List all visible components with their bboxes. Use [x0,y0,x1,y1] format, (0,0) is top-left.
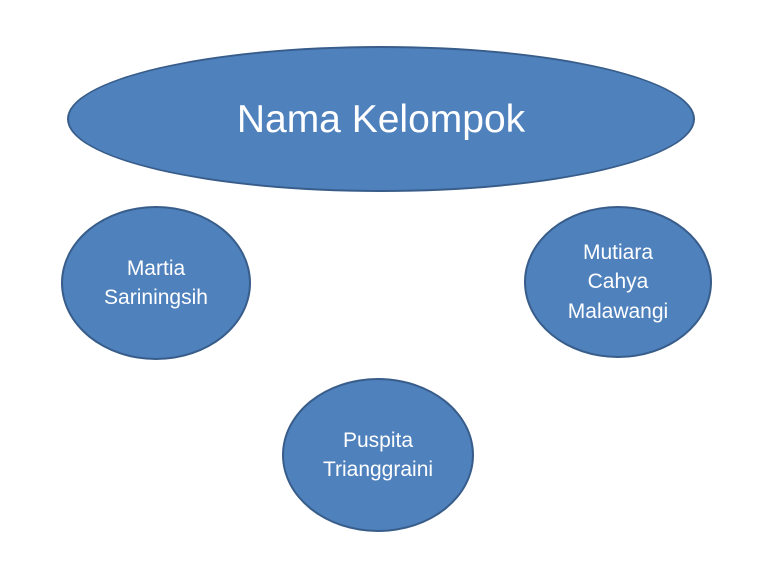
group-title: Nama Kelompok [236,97,526,141]
member-ellipse-1: Martia Sariningsih [61,206,251,360]
member-name-3: Puspita Trianggraini [322,428,434,481]
member-name-1: Martia Sariningsih [104,256,208,309]
member-ellipse-2: Mutiara Cahya Malawangi [524,206,712,358]
title-ellipse: Nama Kelompok [67,46,695,192]
member-name-2: Mutiara Cahya Malawangi [567,240,669,323]
member-ellipse-3: Puspita Trianggraini [282,378,474,532]
